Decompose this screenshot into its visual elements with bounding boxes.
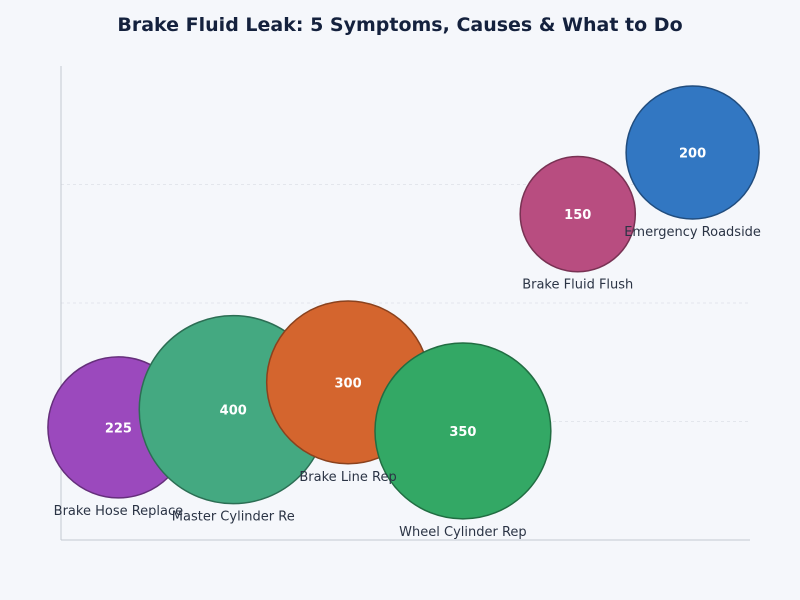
bubble-value-label: 200 [679,147,706,162]
bubble-value-label: 225 [105,421,132,436]
bubble-category-label: Master Cylinder Re [172,510,295,525]
bubble-value-label: 350 [449,425,476,440]
bubble-category-label: Brake Hose Replace [54,504,183,519]
bubble-value-label: 300 [335,376,362,391]
bubble-layer [47,85,760,520]
bubble [519,155,637,273]
bubble-category-label: Brake Line Rep [299,470,396,485]
bubble-value-label: 400 [220,404,247,419]
bubble-value-label: 150 [564,208,591,223]
bubble-category-label: Wheel Cylinder Rep [399,525,527,540]
bubble [374,342,552,520]
bubble [625,85,760,220]
chart-title: Brake Fluid Leak: 5 Symptoms, Causes & W… [117,14,683,36]
bubble-category-label: Emergency Roadside [624,225,761,240]
bubble-category-label: Brake Fluid Flush [522,278,633,293]
